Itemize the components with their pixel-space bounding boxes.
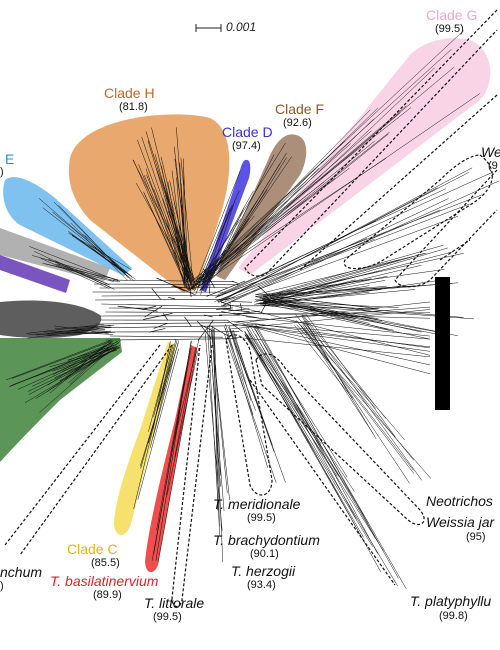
meridionale-support: (99.5) bbox=[247, 512, 276, 524]
scale-bar bbox=[195, 24, 222, 32]
weissia-jam-label: Weissia jar bbox=[426, 514, 495, 530]
clade-g-support: (99.5) bbox=[435, 23, 464, 35]
clade-f-support: (92.6) bbox=[283, 117, 312, 129]
clade-f-label: Clade F bbox=[275, 101, 325, 117]
basilatinervium-label: T. basilatinervium bbox=[50, 573, 159, 589]
network-edges bbox=[6, 30, 499, 590]
clade-outline-dashes bbox=[4, 9, 498, 608]
platyphyllum-label: T. platyphyllu bbox=[410, 593, 492, 609]
neotrichostomum-label: Neotrichos bbox=[426, 493, 493, 509]
basilatinervium-support: (89.9) bbox=[93, 589, 122, 601]
black-bar bbox=[435, 277, 450, 410]
weissia-top-support: (9 bbox=[488, 160, 498, 172]
anchum-label: nchum bbox=[0, 564, 43, 580]
weissia-top-label: We bbox=[481, 144, 500, 160]
brachydontium-support: (90.1) bbox=[250, 548, 279, 560]
littorale-label: T. littorale bbox=[144, 595, 205, 611]
brachydontium-label: T. brachydontium bbox=[213, 532, 320, 548]
anchum-support: ) bbox=[0, 580, 4, 592]
gray-clade-shape bbox=[0, 228, 110, 282]
clade-d-label: Clade D bbox=[222, 124, 273, 140]
herzogii-label: T. herzogii bbox=[231, 563, 296, 579]
scale-bar-label: 0.001 bbox=[226, 20, 257, 34]
clade-g-label: Clade G bbox=[426, 7, 478, 23]
clade-e-label: E bbox=[5, 151, 15, 167]
clade-e-support: ) bbox=[0, 166, 4, 178]
clade-h-label: Clade H bbox=[104, 85, 155, 101]
meridionale-label: T. meridionale bbox=[213, 496, 301, 512]
clade-h-support: (81.8) bbox=[119, 101, 148, 113]
platyphyllum-support: (99.8) bbox=[439, 610, 468, 622]
herzogii-support: (93.4) bbox=[247, 579, 276, 591]
clade-d-support: (97.4) bbox=[232, 140, 261, 152]
littorale-support: (99.5) bbox=[153, 611, 182, 623]
clade-c-label: Clade C bbox=[67, 541, 118, 557]
clade-c-support: (85.5) bbox=[91, 557, 120, 569]
weissia-jam-support: (95) bbox=[466, 531, 486, 543]
green-clade-shape bbox=[0, 338, 122, 462]
purple-clade-shape bbox=[0, 255, 70, 293]
